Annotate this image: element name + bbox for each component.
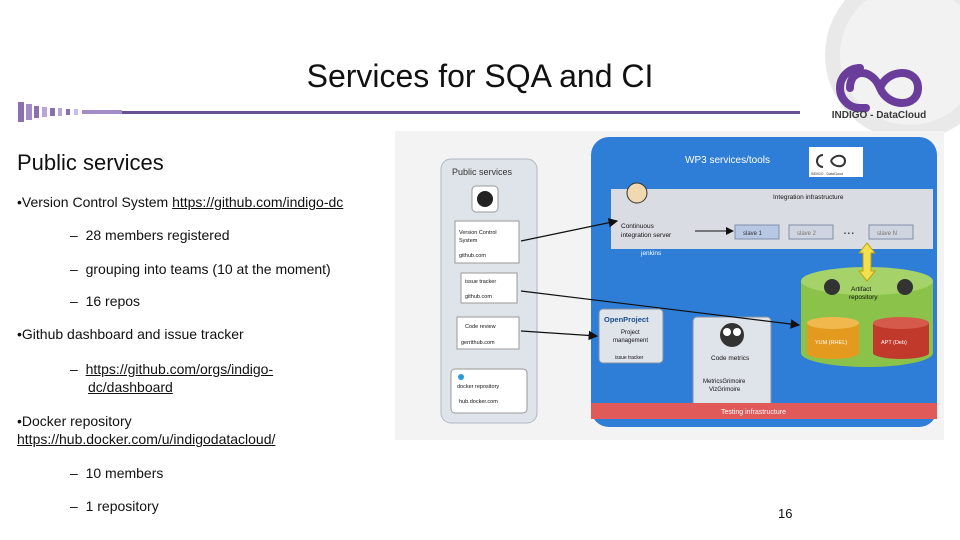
code-review-host: gerrithub.com [461,340,495,346]
docker-link[interactable]: https://hub.docker.com/u/indigodatacloud… [17,431,276,447]
indigo-logo-icon [836,64,923,112]
slave-n-label: slave N [877,231,897,237]
metrics-tool-2: VizGrimoire [709,387,741,393]
sub-item-text: 16 repos [85,293,141,309]
slave-n [868,224,914,240]
artifact-label-2: repository [849,294,878,301]
bullet-dashboard: •Github dashboard and issue tracker [17,326,244,342]
jenkins-icon [626,182,648,204]
apt-label: APT (Deb) [881,340,907,346]
issue-tracker-box [460,272,518,304]
vcs-label-2: System [459,238,478,244]
docker-host: hub.docker.com [459,399,498,405]
bullet-vcs: •Version Control System https://github.c… [17,194,343,210]
testing-bar [591,403,937,419]
vcs-box [454,220,520,264]
github-link[interactable]: https://github.com/indigo-dc [172,194,344,210]
vcs-label: Version Control [459,230,497,236]
code-review-label: Code review [465,324,496,330]
sub-item-text: 28 members registered [85,227,230,243]
ellipsis: ... [843,221,855,237]
docker-link-line: https://hub.docker.com/u/indigodatacloud… [17,431,275,447]
sub-item-text: grouping into teams (10 at the moment) [85,261,331,277]
sub-item: – https://github.com/orgs/indigo- [70,361,273,377]
sub-item-text: 10 members [85,465,164,481]
openproject-logo: OpenProject [604,315,649,324]
dash: – [70,227,78,243]
sub-item: – 16 repos [70,293,140,309]
vcs-host: github.com [459,253,486,259]
public-services-title: Public services [452,167,513,177]
indigo-small-text: INDIGO - DataCloud [811,172,843,176]
sub-item: – 1 repository [70,498,159,514]
wp3-title: WP3 services/tools [685,155,770,166]
yum-cylinder [807,323,859,359]
architecture-diagram: Public services Version Control System g… [395,131,944,440]
slave-1 [734,224,780,240]
code-review-box [456,316,520,350]
ci-label-2: integration server [621,232,672,239]
apt-cylinder [873,323,929,359]
dash: – [70,498,78,514]
code-metrics-label: Code metrics [711,355,750,362]
jenkins-label: jenkins [640,250,662,257]
dash: – [70,293,78,309]
yum-label: YUM (RHEL) [815,340,847,346]
dash: – [70,361,78,377]
docker-box [450,368,528,414]
testing-label: Testing infrastructure [721,409,786,416]
pm-label-2: management [613,338,648,344]
project-management-box [598,308,664,364]
dashboard-link-cont[interactable]: dc/dashboard [88,379,173,395]
sub-item: – grouping into teams (10 at the moment) [70,261,331,277]
sub-item: – 28 members registered [70,227,230,243]
ci-label: Continuous [621,223,655,230]
artifact-label: Artifact [851,286,871,293]
slave-2 [788,224,834,240]
issue-tracker-host: github.com [465,294,492,300]
issue-tracker-label: issue tracker [465,279,496,285]
slide-title: Services for SQA and CI [306,58,654,94]
penguin-icon [897,279,913,295]
page-number: 16 [778,506,793,521]
logo-text: INDIGO - DataCloud [831,110,927,121]
dash: – [70,465,78,481]
dashboard-link[interactable]: https://github.com/orgs/indigo- [85,361,274,377]
slave-2-label: slave 2 [797,231,817,237]
pm-issue-tracker: issue tracker [615,355,644,361]
docker-label: docker repository [457,384,499,390]
integration-title: Integration infrastructure [773,194,844,201]
bullet-vcs-text: •Version Control System [17,194,173,210]
pm-label: Project [621,330,640,336]
decorative-bar [18,102,800,122]
metrics-tool: MetricsGrimoire [703,379,746,385]
section-heading: Public services [17,150,164,175]
owl-icon [720,323,744,347]
slave-1-label: slave 1 [743,231,763,237]
bullet-docker: •Docker repository [17,413,132,429]
integration-panel [611,189,933,249]
double-arrow-icon [857,242,877,282]
sub-item-text: 1 repository [85,498,159,514]
sub-item: – 10 members [70,465,163,481]
docker-icon [458,374,464,380]
penguin-icon [824,279,840,295]
sub-item-cont: dc/dashboard [88,379,173,395]
dash: – [70,261,78,277]
